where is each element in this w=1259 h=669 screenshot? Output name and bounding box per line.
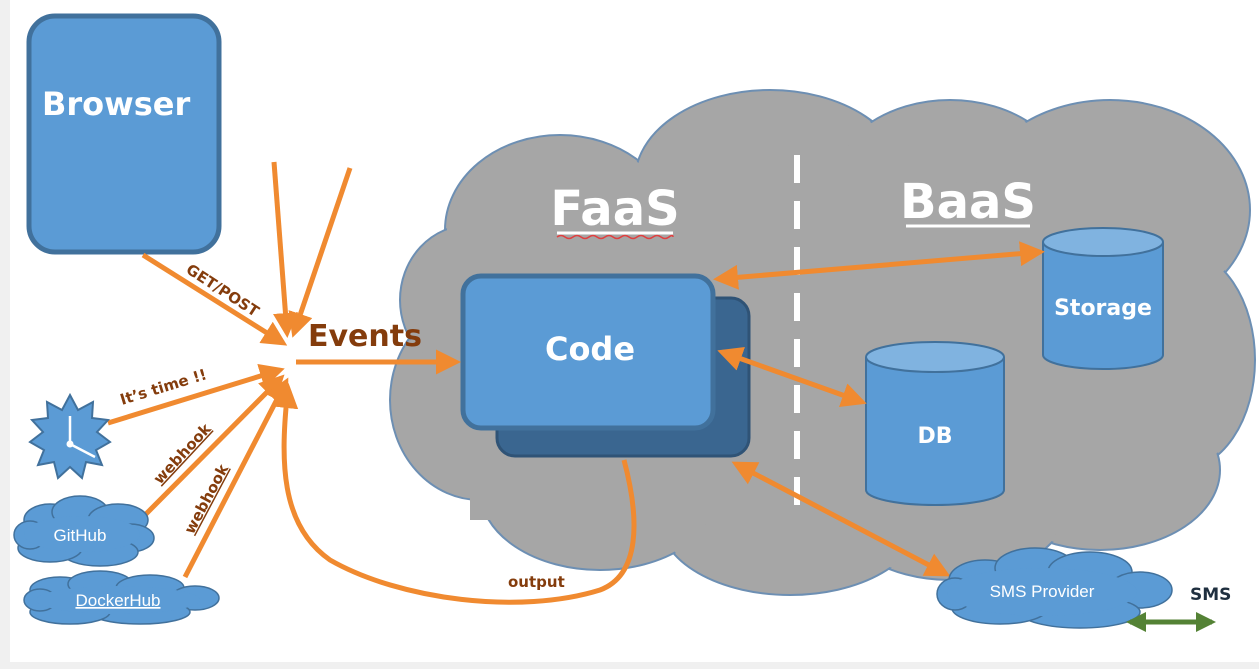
github-cloud: GitHub: [13, 495, 155, 567]
code-box: Code: [460, 273, 751, 458]
output-label: output: [508, 573, 565, 591]
code-label: Code: [545, 330, 635, 368]
github-label: GitHub: [54, 526, 107, 545]
sms-provider-label: SMS Provider: [990, 582, 1095, 601]
clock-burst-icon: [28, 392, 112, 480]
browser-box: Browser: [26, 13, 222, 255]
events-label: Events: [308, 319, 422, 354]
get-post-label: GET/POST: [183, 260, 263, 321]
sms-provider-cloud: SMS Provider: [936, 547, 1173, 629]
dockerhub-cloud: DockerHub: [23, 570, 220, 625]
storage-cylinder: Storage: [1042, 227, 1164, 370]
browser-label: Browser: [42, 85, 190, 123]
dockerhub-label: DockerHub: [75, 591, 160, 610]
its-time-label: It’s time !!: [118, 365, 209, 408]
baas-label: BaaS: [900, 174, 1036, 230]
sms-label: SMS: [1190, 585, 1231, 605]
event-arrows: [107, 161, 1045, 605]
db-label: DB: [917, 424, 952, 449]
faas-label: FaaS: [550, 181, 679, 237]
db-cylinder: DB: [865, 341, 1005, 506]
storage-label: Storage: [1054, 296, 1152, 321]
